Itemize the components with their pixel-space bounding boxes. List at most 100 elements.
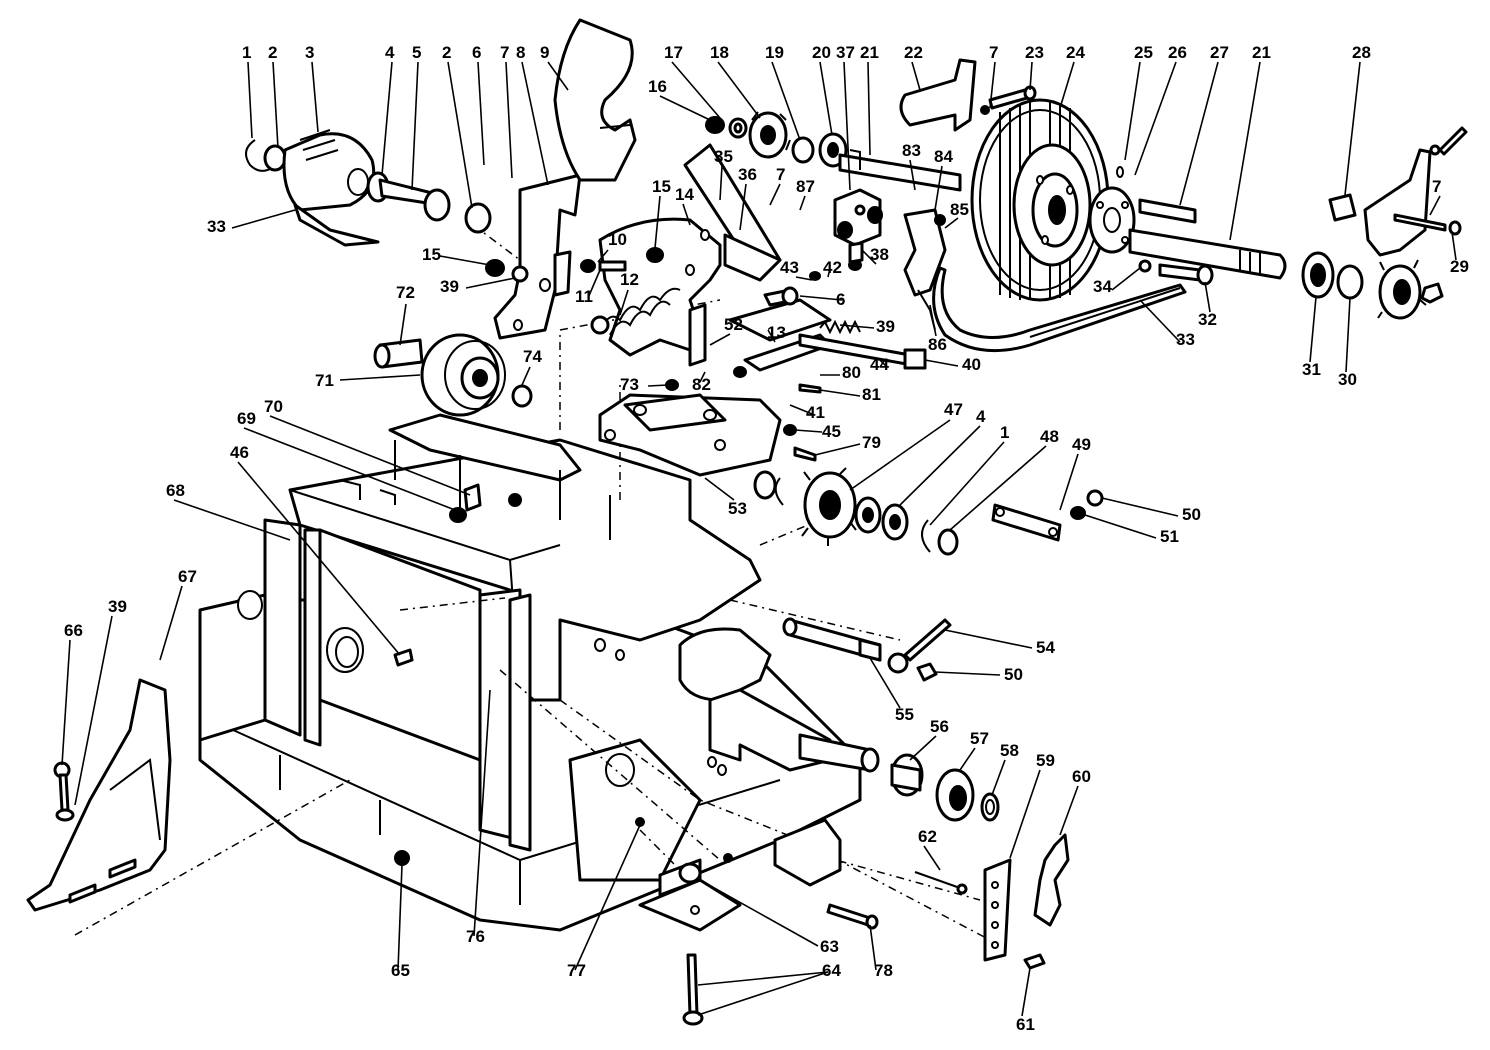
callout-43: 43: [780, 258, 799, 277]
callout-7b: 7: [989, 43, 998, 62]
callout-21: 21: [860, 43, 879, 62]
callout-33: 33: [207, 217, 226, 236]
callout-52: 52: [724, 315, 743, 334]
leader-line: [1009, 769, 1041, 859]
callout-83: 83: [902, 141, 921, 160]
callout-26: 26: [1168, 43, 1187, 62]
leader-line: [795, 276, 813, 281]
callout-48: 48: [1040, 427, 1059, 446]
callout-28: 28: [1352, 43, 1371, 62]
idler-pulley: [373, 333, 533, 417]
callout-21b: 21: [1252, 43, 1271, 62]
callout-15: 15: [652, 177, 671, 196]
callout-59: 59: [1036, 751, 1055, 770]
callout-50: 50: [1182, 505, 1201, 524]
left-pulley-assembly: [245, 129, 492, 247]
callout-5: 5: [412, 43, 421, 62]
right-bearing-sprocket: [1301, 251, 1444, 320]
callout-39: 39: [440, 277, 459, 296]
pivot-shaft: [782, 617, 882, 662]
callout-51: 51: [1160, 527, 1179, 546]
leader-line: [839, 324, 875, 329]
callout-23: 23: [1025, 43, 1044, 62]
callout-20: 20: [812, 43, 831, 62]
leader-line: [477, 61, 485, 166]
callout-62: 62: [918, 827, 937, 846]
leader-line: [1111, 267, 1141, 291]
callout-46: 46: [230, 443, 249, 462]
upper-sprocket-group: [705, 111, 962, 192]
leader-line: [1059, 61, 1075, 109]
leader-line: [909, 735, 937, 761]
callout-33b: 33: [1176, 330, 1195, 349]
leader-line: [1451, 231, 1457, 261]
callout-25: 25: [1134, 43, 1153, 62]
idler-assembly: [485, 143, 927, 477]
callout-45: 45: [822, 422, 841, 441]
lower-sprocket-bearings: [753, 467, 959, 556]
leader-line: [867, 61, 871, 156]
callout-57: 57: [970, 729, 989, 748]
callout-81: 81: [862, 385, 881, 404]
callout-labels: 1 2 3 4 5 2 6 7 8 9 17 18 19 20 37 21 22…: [64, 43, 1469, 1034]
callout-32: 32: [1198, 310, 1217, 329]
leader-line: [1101, 497, 1179, 517]
leader-line: [929, 304, 937, 337]
leader-line: [924, 359, 959, 367]
leader-line: [819, 61, 833, 136]
callout-35: 35: [714, 147, 733, 166]
leader-line: [521, 366, 531, 386]
callout-1b: 1: [1000, 423, 1009, 442]
callout-12: 12: [620, 270, 639, 289]
leader-line: [1021, 967, 1031, 1017]
callout-80: 80: [842, 363, 861, 382]
leader-line: [869, 924, 877, 971]
leader-line: [827, 267, 831, 278]
leader-line: [717, 61, 761, 119]
leader-line: [697, 971, 829, 986]
callout-2: 2: [268, 43, 277, 62]
leader-line: [1139, 299, 1181, 343]
leader-line: [934, 165, 943, 211]
leader-line: [739, 183, 747, 231]
callout-44: 44: [870, 355, 889, 374]
leader-line: [1309, 296, 1317, 363]
right-bracket: [1328, 126, 1468, 257]
callout-4b: 4: [976, 407, 986, 426]
leader-lines: [61, 61, 1457, 1017]
callout-36: 36: [738, 165, 757, 184]
leader-line: [1029, 61, 1033, 91]
leader-line: [934, 671, 1001, 676]
leader-line: [269, 415, 471, 496]
callout-37: 37: [836, 43, 855, 62]
leader-line: [794, 429, 823, 433]
callout-38: 38: [870, 245, 889, 264]
main-frame-housing: [198, 413, 862, 932]
leader-line: [814, 443, 861, 456]
leader-line: [1229, 61, 1261, 241]
leader-line: [789, 404, 813, 415]
callout-53: 53: [728, 499, 747, 518]
callout-14: 14: [675, 185, 694, 204]
callout-9: 9: [540, 43, 549, 62]
leader-line: [439, 255, 491, 266]
callout-4: 4: [385, 43, 395, 62]
leader-line: [671, 61, 721, 119]
callout-63: 63: [820, 937, 839, 956]
bracket-plate: [493, 173, 582, 340]
callout-17: 17: [664, 43, 683, 62]
skid-foot: [26, 678, 172, 912]
leader-line: [1134, 61, 1177, 176]
callout-79: 79: [862, 433, 881, 452]
callout-6b: 6: [836, 290, 845, 309]
leader-line: [159, 585, 183, 661]
callout-49: 49: [1072, 435, 1091, 454]
leader-line: [1204, 281, 1211, 313]
callout-50b: 50: [1004, 665, 1023, 684]
callout-82: 82: [692, 375, 711, 394]
callout-29: 29: [1450, 257, 1469, 276]
callout-30: 30: [1338, 370, 1357, 389]
leader-line: [547, 61, 569, 91]
leader-line: [991, 759, 1006, 796]
callout-7c: 7: [776, 165, 785, 184]
